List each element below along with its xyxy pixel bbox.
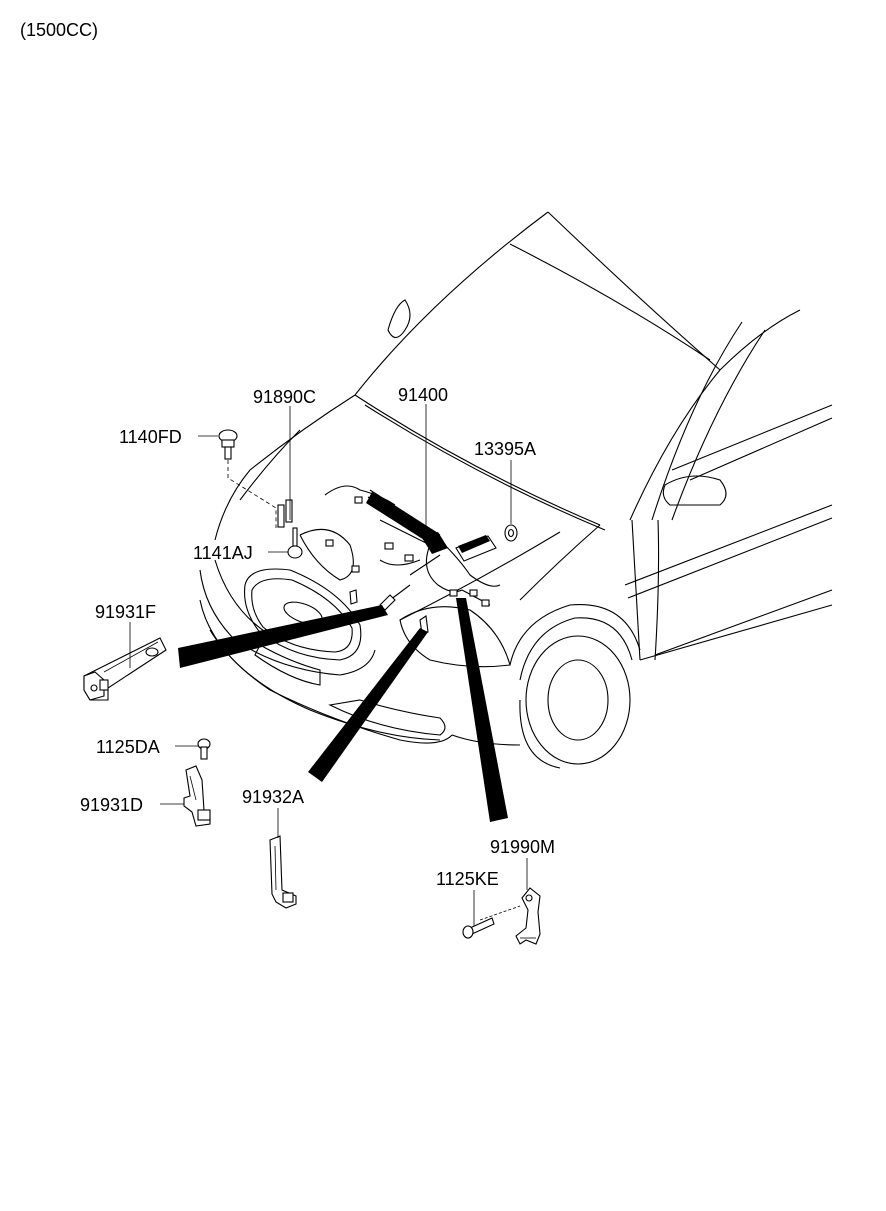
callout-91931f: 91931F [95,602,156,622]
callout-13395a: 13395A [474,439,536,459]
bolt-1140fd-icon [218,429,238,460]
bolt-1141aj-icon [287,527,303,559]
callout-leader-lines [129,404,528,926]
bolt-1125da-icon [197,738,211,760]
callout-1125da: 1125DA [96,737,160,757]
bracket-91932a-icon [269,835,297,909]
bracket-91990m-icon [515,887,541,945]
callout-91400: 91400 [398,385,448,405]
callout-91931d: 91931D [80,795,143,815]
callout-91932a: 91932A [242,787,304,807]
bolt-1125ke-icon [462,905,521,939]
callout-91990m: 91990M [490,837,555,857]
projection-bands [178,598,508,822]
callout-1141aj: 1141AJ [193,543,253,563]
car-body-outline [199,211,833,769]
engine-wiring-harness [227,460,501,635]
nut-13395a-icon [504,524,518,542]
callout-1125ke: 1125KE [436,869,499,889]
callout-91890c: 91890C [253,387,316,407]
bracket-91931f-icon [83,637,167,701]
bracket-91931d-icon [183,765,211,827]
callout-1140fd: 1140FD [119,427,182,447]
engine-variant-label: (1500CC) [20,20,98,40]
callout-labels: 91890C 91400 1140FD 13395A 1141AJ 91931F… [80,385,555,889]
